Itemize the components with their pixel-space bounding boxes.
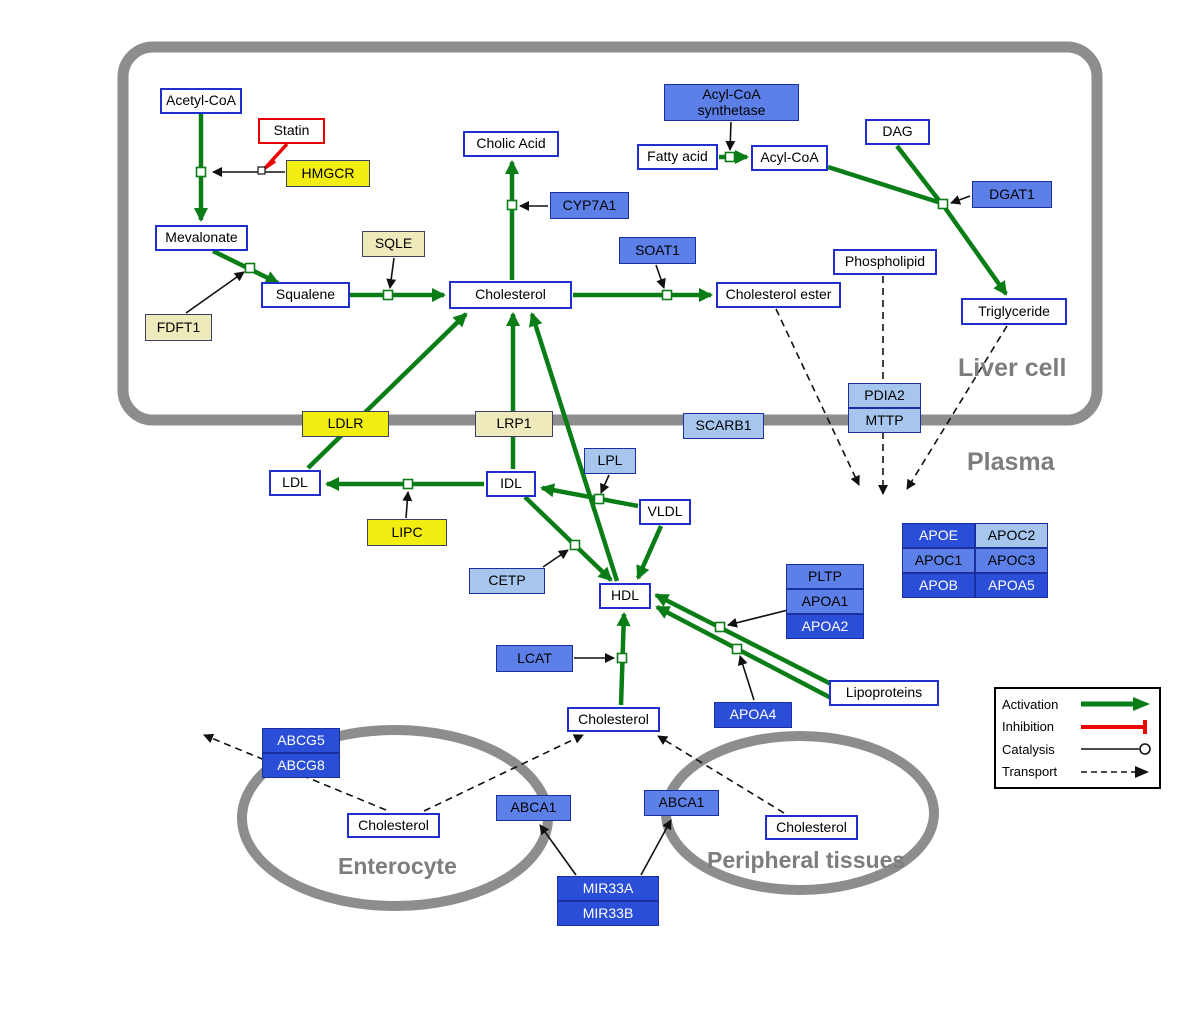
legend-inhibition-label: Inhibition [1002,719,1055,735]
legend-transport: Transport [1002,761,1153,783]
node-cholic-acid[interactable]: Cholic Acid [463,131,559,157]
node-mir33a[interactable]: MIR33A [557,876,659,901]
node-squalene[interactable]: Squalene [261,282,350,308]
node-acetyl-coa[interactable]: Acetyl-CoA [160,88,242,114]
node-cholesterol-liver[interactable]: Cholesterol [449,281,572,309]
node-cholesterol-hdl[interactable]: Cholesterol [567,707,660,732]
node-apoc2[interactable]: APOC2 [975,523,1048,548]
transport-dashed-arrow-icon [1081,765,1149,778]
node-mir33b[interactable]: MIR33B [557,901,659,926]
activation-edges [194,114,1008,706]
node-apoa1[interactable]: APOA1 [786,589,864,614]
node-dag[interactable]: DAG [865,119,930,145]
legend-catalysis-label: Catalysis [1002,741,1055,757]
liver-cell-label: Liver cell [958,354,1067,382]
node-lpl[interactable]: LPL [584,448,636,474]
node-mevalonate[interactable]: Mevalonate [155,225,248,251]
liver-cell-membrane [117,41,1103,426]
catalysis-contact-square [257,166,266,175]
node-lcat[interactable]: LCAT [496,645,573,672]
reaction-nodes [195,151,949,664]
inhibition-tbar-icon [1081,719,1147,734]
node-statin[interactable]: Statin [258,118,325,144]
node-apoc1[interactable]: APOC1 [902,548,975,573]
node-lipc[interactable]: LIPC [367,519,447,546]
catalysis-edges [185,121,971,876]
legend-catalysis: Catalysis [1002,738,1153,760]
node-scarb1[interactable]: SCARB1 [683,413,764,439]
node-ldlr[interactable]: LDLR [302,411,389,437]
node-abca1-right[interactable]: ABCA1 [644,790,719,816]
node-apoe[interactable]: APOE [902,523,975,548]
legend-activation-label: Activation [1002,696,1059,712]
node-idl[interactable]: IDL [486,471,536,497]
node-pdia2[interactable]: PDIA2 [848,383,921,408]
node-cholesterol-enterocyte[interactable]: Cholesterol [347,813,440,838]
node-fdft1[interactable]: FDFT1 [145,314,212,341]
node-cholesterol-peripheral[interactable]: Cholesterol [765,815,858,840]
node-abcg5[interactable]: ABCG5 [262,728,340,753]
node-abcg8[interactable]: ABCG8 [262,753,340,778]
peripheral-tissues-label: Peripheral tissues [707,847,906,873]
node-vldl[interactable]: VLDL [639,499,691,525]
node-cyp7a1[interactable]: CYP7A1 [550,192,629,219]
node-mttp[interactable]: MTTP [848,408,921,433]
node-abca1-left[interactable]: ABCA1 [496,795,571,821]
node-acyl-coa[interactable]: Acyl-CoA [751,145,828,171]
node-cetp[interactable]: CETP [469,568,545,594]
node-acyl-coa-synthetase[interactable]: Acyl-CoA synthetase [664,84,799,121]
catalysis-circle-icon [1081,743,1151,756]
node-hmgcr[interactable]: HMGCR [286,160,370,187]
node-phospholipid[interactable]: Phospholipid [833,249,937,275]
node-pltp[interactable]: PLTP [786,564,864,589]
node-apob[interactable]: APOB [902,573,975,598]
node-fatty-acid[interactable]: Fatty acid [637,144,718,170]
node-apoa4[interactable]: APOA4 [714,702,792,728]
node-lipoproteins[interactable]: Lipoproteins [829,680,939,706]
node-triglyceride[interactable]: Triglyceride [961,298,1067,325]
legend-transport-label: Transport [1002,764,1058,780]
node-soat1[interactable]: SOAT1 [619,237,696,264]
node-apoa2[interactable]: APOA2 [786,614,864,639]
node-lrp1[interactable]: LRP1 [475,411,553,437]
legend-activation: Activation [1002,693,1153,715]
node-cholesterol-ester[interactable]: Cholesterol ester [716,282,841,308]
legend-inhibition: Inhibition [1002,716,1153,738]
node-ldl[interactable]: LDL [269,470,321,496]
node-dgat1[interactable]: DGAT1 [972,181,1052,208]
node-hdl[interactable]: HDL [599,583,651,609]
node-apoc3[interactable]: APOC3 [975,548,1048,573]
node-sqle[interactable]: SQLE [362,231,425,257]
enterocyte-label: Enterocyte [338,853,457,879]
activation-arrow-icon [1081,697,1150,712]
legend: Activation Inhibition Catalysis Transpor… [994,687,1161,789]
node-apoa5[interactable]: APOA5 [975,573,1048,598]
plasma-label: Plasma [967,448,1055,476]
